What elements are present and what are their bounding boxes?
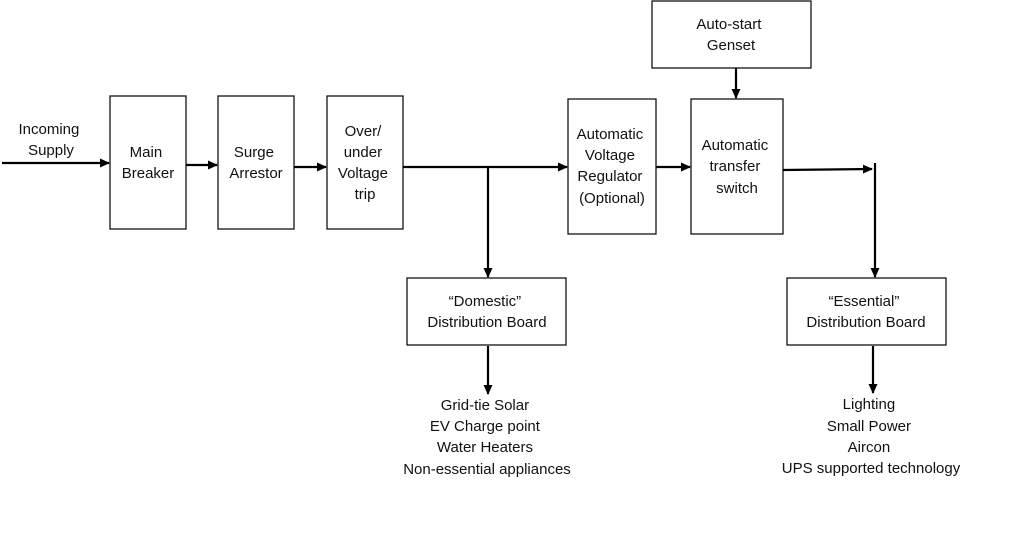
main-breaker-label: Main Breaker xyxy=(122,144,175,182)
domestic-loads-list: Grid-tie Solar EV Charge point Water Hea… xyxy=(403,397,571,478)
voltage-trip-label: Over/ under Voltage trip xyxy=(338,123,392,203)
domestic-board-box xyxy=(406,277,567,346)
avr-box xyxy=(567,98,657,235)
surge-arrestor-box xyxy=(217,95,295,230)
main-breaker-box xyxy=(109,95,187,230)
genset-box xyxy=(651,0,812,69)
surge-arrestor-label: Surge Arrestor xyxy=(229,144,282,182)
ats-output-arrow xyxy=(782,164,873,174)
essential-board-box xyxy=(786,277,947,346)
ats-box xyxy=(690,98,784,235)
essential-board-label: “Essential” Distribution Board xyxy=(806,293,925,331)
ats-label: Automatic transfer switch xyxy=(702,137,773,197)
genset-label: Auto-start Genset xyxy=(696,16,765,54)
essential-loads-list: Lighting Small Power Aircon UPS supporte… xyxy=(782,396,961,477)
voltage-trip-box xyxy=(326,95,404,230)
incoming-supply-label: Incoming Supply xyxy=(18,121,83,159)
avr-label: Automatic Voltage Regulator (Optional) xyxy=(577,126,648,207)
domestic-board-label: “Domestic” Distribution Board xyxy=(427,293,546,331)
